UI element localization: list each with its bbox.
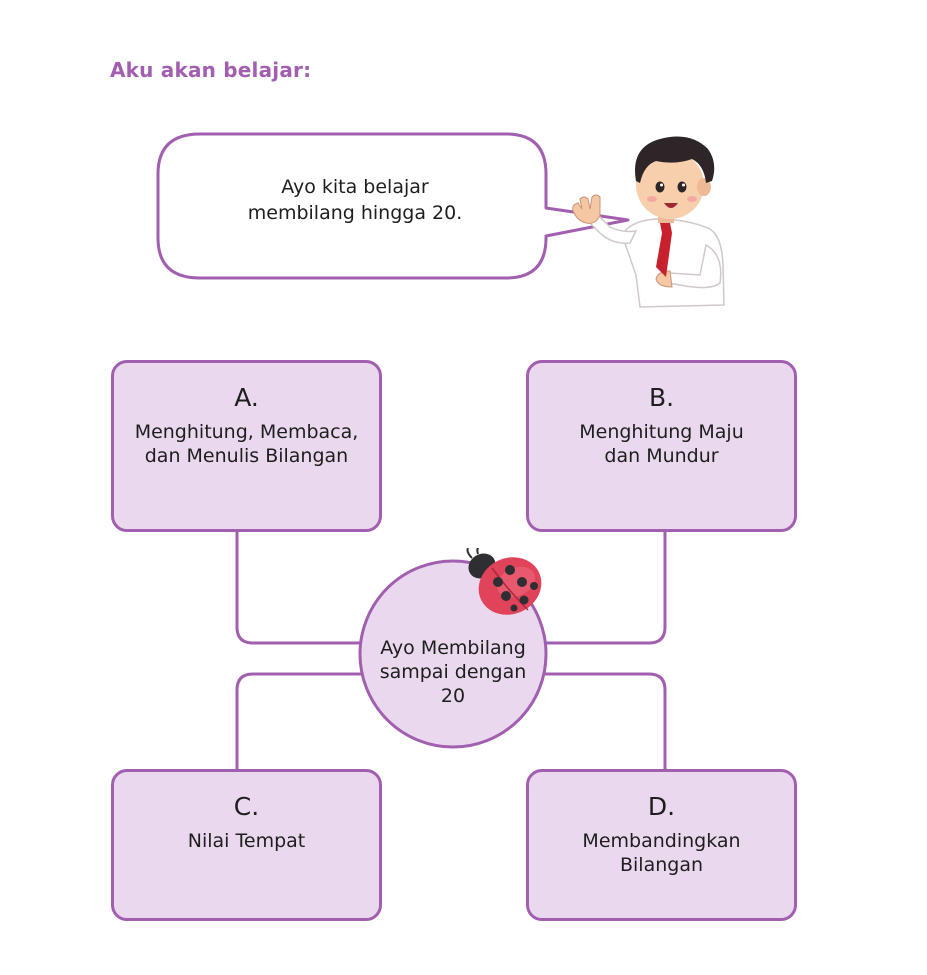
topic-box-c: C. Nilai Tempat (111, 769, 382, 921)
topic-line: Membandingkan (582, 830, 741, 852)
topic-letter: A. (234, 383, 259, 412)
topic-line: Nilai Tempat (187, 830, 306, 852)
topic-line: Menghitung Maju (579, 421, 744, 443)
speech-line: Ayo kita belajar (281, 176, 429, 198)
topic-box-d: D. Membandingkan Bilangan (526, 769, 797, 921)
ladybug-icon (466, 548, 542, 615)
connector-c (235, 672, 372, 769)
center-topic-text: Ayo Membilang sampai dengan 20 (362, 636, 544, 708)
topic-line: Bilangan (619, 854, 704, 876)
center-line: 20 (440, 685, 466, 707)
boy-student-icon (572, 136, 725, 308)
topic-box-a: A. Menghitung, Membaca, dan Menulis Bila… (111, 360, 382, 532)
center-line: Ayo Membilang (380, 637, 526, 659)
page-heading: Aku akan belajar: (110, 58, 312, 82)
speech-bubble (156, 132, 630, 280)
topic-box-b: B. Menghitung Maju dan Mundur (526, 360, 797, 532)
connector-d (536, 672, 667, 769)
topic-line: dan Mundur (604, 445, 719, 467)
topic-letter: C. (233, 792, 260, 821)
connector-a (235, 532, 372, 645)
center-line: sampai dengan (379, 661, 527, 683)
topic-line: Menghitung, Membaca, (134, 421, 359, 443)
topic-letter: D. (647, 792, 676, 821)
topic-letter: B. (648, 383, 675, 412)
speech-bubble-text: Ayo kita belajar membilang hingga 20. (210, 174, 500, 226)
speech-line: membilang hingga 20. (247, 202, 463, 224)
connector-b (536, 532, 667, 645)
topic-line: dan Menulis Bilangan (144, 445, 349, 467)
